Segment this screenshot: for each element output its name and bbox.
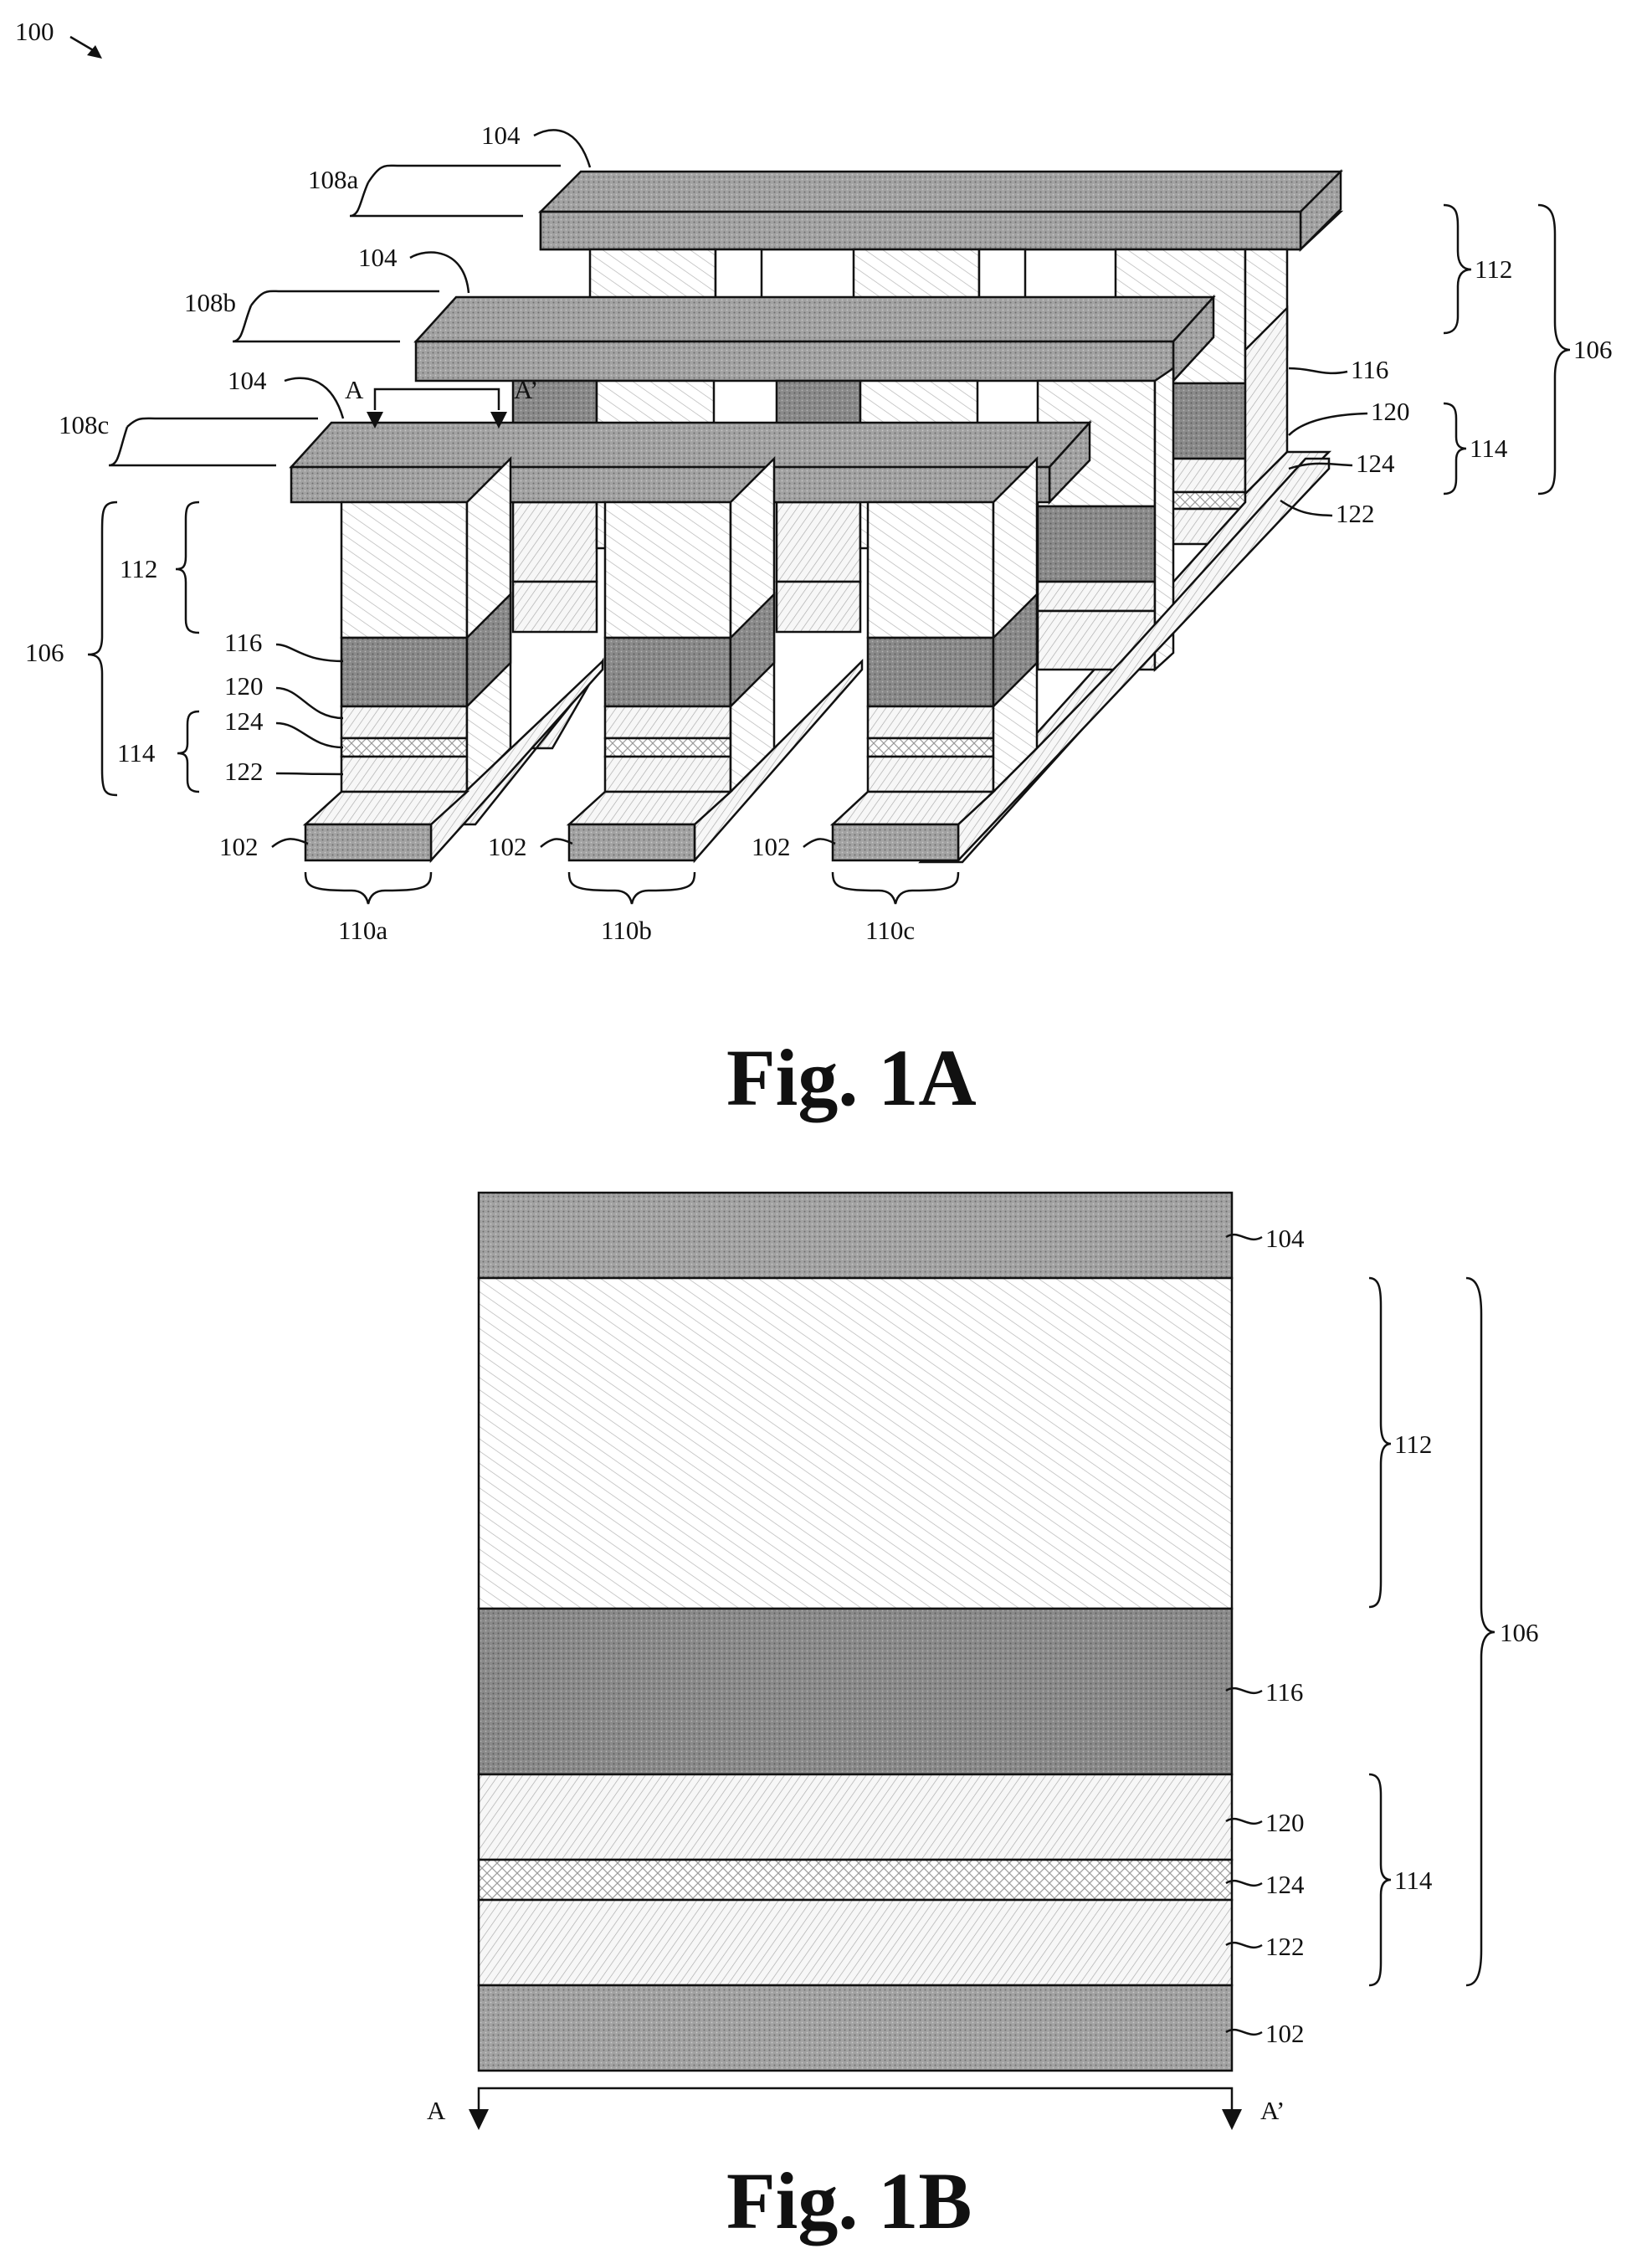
section-label-a-prime-1b: A’	[1260, 2096, 1285, 2125]
brace-114-1b	[1369, 1774, 1391, 1985]
label-124-1b: 124	[1265, 1870, 1305, 1899]
label-108a: 108a	[308, 165, 359, 194]
label-104-middle: 104	[358, 243, 398, 272]
layer-122	[479, 1900, 1232, 1985]
section-line-1a: A A’	[345, 375, 538, 429]
label-114-1b: 114	[1394, 1866, 1433, 1895]
label-114-right: 114	[1470, 434, 1508, 463]
front-pillar-b	[605, 459, 774, 792]
label-122-right: 122	[1336, 499, 1375, 528]
label-110c: 110c	[865, 916, 915, 945]
top-electrode-front	[291, 423, 1090, 502]
brace-110c	[833, 872, 958, 904]
label-108b: 108b	[184, 288, 236, 317]
figure-1a: 100	[15, 17, 1613, 1122]
label-112-right: 112	[1475, 254, 1512, 284]
layer-102	[479, 1985, 1232, 2071]
brace-106-left	[88, 502, 117, 795]
caption-fig-1a: Fig. 1A	[726, 1033, 977, 1122]
brace-112-1b	[1369, 1278, 1391, 1607]
brace-112-right	[1444, 205, 1471, 333]
label-122-left: 122	[224, 757, 264, 786]
label-124-right: 124	[1356, 449, 1395, 478]
section-line-1b	[479, 2088, 1232, 2109]
layer-124	[479, 1860, 1232, 1900]
section-label-a-1b: A	[427, 2096, 446, 2125]
left-labels: 106 112 116 120 124 114 122	[25, 502, 343, 795]
label-120-right: 120	[1371, 397, 1410, 426]
top-electrode-back	[541, 172, 1341, 249]
top-electrode-middle	[416, 297, 1213, 381]
label-104-back: 104	[481, 121, 521, 150]
label-124-left: 124	[224, 706, 264, 736]
label-104-1b: 104	[1265, 1224, 1305, 1253]
label-120-left: 120	[224, 671, 264, 701]
front-pillar-c	[868, 459, 1037, 792]
brace-110b	[569, 872, 695, 904]
front-pillar-a	[341, 459, 510, 792]
label-122-1b: 122	[1265, 1932, 1305, 1961]
label-112-left: 112	[120, 554, 157, 583]
layer-120	[479, 1774, 1232, 1860]
layer-112	[479, 1278, 1232, 1609]
label-102-a: 102	[219, 832, 259, 861]
label-112-1b: 112	[1394, 1430, 1432, 1459]
label-106-left: 106	[25, 638, 64, 667]
brace-110a	[305, 872, 431, 904]
section-arrow-a-1b	[469, 2109, 489, 2130]
label-116-left: 116	[224, 628, 262, 657]
figure-1b: 104 116 120 124 122 102 112 114 106 A A’…	[427, 1193, 1539, 2246]
label-110b: 110b	[601, 916, 652, 945]
section-line-path	[375, 389, 499, 410]
section-label-a: A	[345, 375, 364, 404]
ref-label-100: 100	[15, 17, 54, 46]
label-110a: 110a	[338, 916, 387, 945]
label-102-1b: 102	[1265, 2019, 1305, 2048]
label-102-c: 102	[752, 832, 791, 861]
section-label-a-prime: A’	[514, 375, 538, 404]
layer-104	[479, 1193, 1232, 1278]
caption-fig-1b: Fig. 1B	[726, 2156, 972, 2246]
label-102-b: 102	[488, 832, 527, 861]
brace-114-left	[177, 711, 199, 792]
brace-112-left	[176, 502, 199, 633]
brace-114-right	[1444, 403, 1466, 494]
right-labels: 112 106 116 120 114 124 122	[1280, 205, 1613, 528]
label-106-1b: 106	[1500, 1618, 1539, 1647]
label-114-left: 114	[117, 738, 156, 768]
label-104-front: 104	[228, 366, 267, 395]
brace-106-1b	[1466, 1278, 1495, 1985]
label-116-right: 116	[1351, 355, 1388, 384]
layer-116	[479, 1609, 1232, 1774]
label-120-1b: 120	[1265, 1808, 1305, 1837]
label-108c: 108c	[59, 410, 109, 439]
brace-106-right	[1538, 205, 1570, 494]
label-116-1b: 116	[1265, 1677, 1303, 1707]
section-arrow-a-prime-1b	[1222, 2109, 1242, 2130]
label-106-right: 106	[1573, 335, 1613, 364]
row-labels: 104 108a 104 108b 104 108c	[59, 121, 590, 465]
